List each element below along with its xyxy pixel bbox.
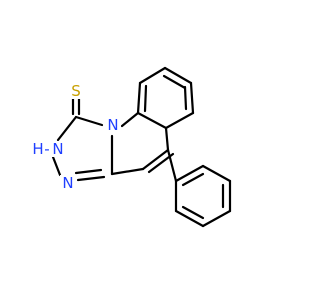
bond-c7-c6-2 <box>183 85 188 111</box>
bond-ph-5 <box>174 209 205 228</box>
bond-c9-c8 <box>138 66 167 85</box>
bond-layer <box>51 66 232 228</box>
bond-c8-c9-inner <box>162 74 187 90</box>
bond-ph-inner-3 <box>181 205 205 220</box>
bond-ph-inner-1 <box>181 172 205 187</box>
ring-nitrogen-label: N <box>62 174 73 192</box>
bond-n-c3a-1 <box>76 175 106 182</box>
hydrogen-label: H <box>32 140 43 158</box>
bond-c1-nh <box>56 115 78 142</box>
bridge-n-label-bg <box>105 117 121 133</box>
bond-c3a-c4 <box>110 167 145 176</box>
bond-n-c9a <box>120 111 140 128</box>
bond-c9a-c9-2 <box>143 84 148 113</box>
bond-c8-c7 <box>163 66 193 85</box>
bond-c5a-c9a <box>136 111 168 130</box>
bond-nh-n <box>51 155 62 177</box>
bond-c5-c5a <box>164 126 170 152</box>
bond-c5-phenyl <box>166 148 178 183</box>
bond-c7-c6-1 <box>189 81 195 115</box>
dash-label: - <box>44 140 49 158</box>
bond-n-c3a-2 <box>74 168 103 175</box>
bridge-nitrogen-label: N <box>107 116 118 134</box>
sulfur-label-bg <box>67 83 85 99</box>
h-label-bg <box>31 141 45 157</box>
atom-label-layer: S H - N N N <box>31 82 121 192</box>
bond-c6-c5a <box>164 111 195 130</box>
bond-c9a-c9-1 <box>136 81 142 115</box>
nh-nitrogen-label: N <box>52 140 63 158</box>
bond-ph-2 <box>201 164 232 183</box>
nh-n-label-bg <box>50 141 66 157</box>
chemical-structure: S H - N N N <box>31 66 232 228</box>
bond-ph-4 <box>201 209 232 228</box>
bond-c4-c5-1 <box>141 148 170 171</box>
bond-c1-n-bridge <box>74 115 104 127</box>
sulfur-label: S <box>71 82 81 100</box>
bond-ph-1 <box>174 164 205 183</box>
ring-n-label-bg <box>60 175 76 191</box>
